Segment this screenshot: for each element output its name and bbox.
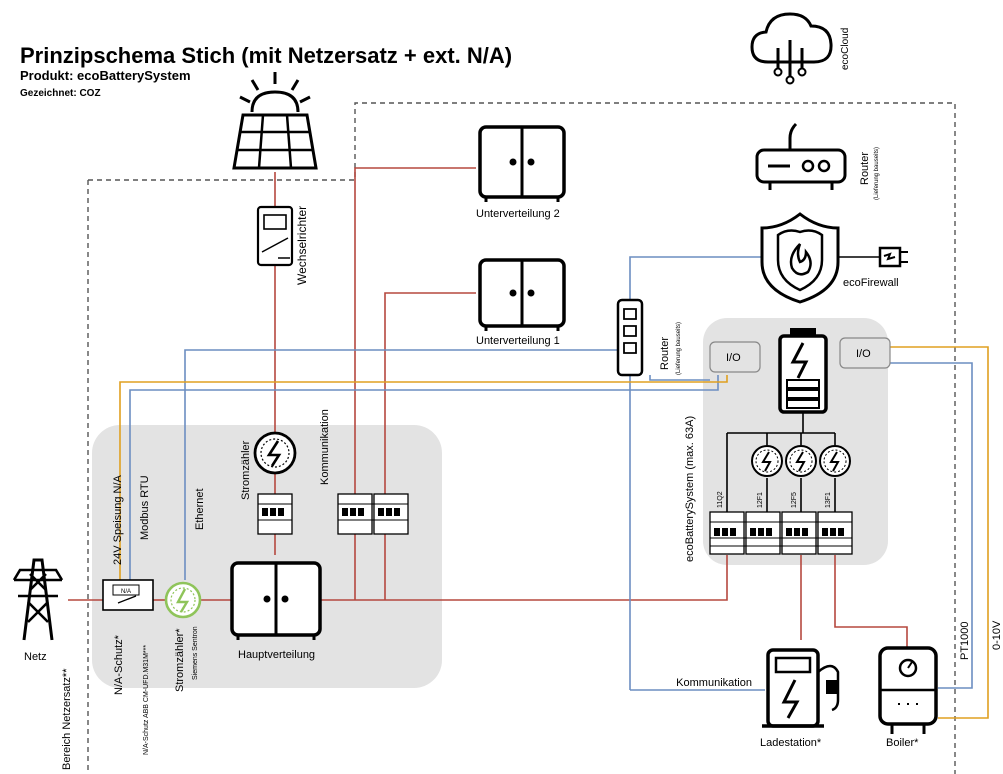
boiler-label: Boiler* bbox=[886, 737, 919, 749]
inverter-label: Wechselrichter bbox=[295, 206, 309, 285]
battery-meter-icon bbox=[819, 445, 851, 477]
battery-breaker-block bbox=[709, 511, 853, 555]
battery-system-label: ecoBatterySystem (max. 63A) bbox=[684, 416, 696, 562]
zero-ten-volt-label: 0-10V bbox=[991, 620, 1003, 650]
breaker-label: 13F1 bbox=[825, 492, 832, 508]
firewall-label: ecoFirewall bbox=[843, 277, 899, 289]
drawn-by-label: Gezeichnet: COZ bbox=[20, 88, 101, 99]
pt1000-label: PT1000 bbox=[959, 621, 971, 660]
na-protection-label: N/A-Schutz* bbox=[113, 634, 125, 695]
subdistribution-breaker-block bbox=[337, 493, 409, 535]
router-top-label: Router bbox=[859, 152, 871, 185]
network-switch-icon bbox=[616, 298, 644, 377]
siemens-meter-label: Stromzähler* bbox=[174, 628, 186, 692]
modbus-label: Modbus RTU bbox=[139, 475, 151, 540]
battery-io-right-label: I/O bbox=[856, 348, 871, 360]
battery-io-right bbox=[839, 337, 891, 369]
battery-io-left bbox=[709, 341, 761, 373]
main-meter-icon bbox=[253, 431, 297, 475]
backup-area-label: Bereich Netzersatz** bbox=[61, 668, 73, 770]
meter-breaker-block bbox=[257, 493, 293, 535]
breaker-label: 12F5 bbox=[791, 492, 798, 508]
switch-router-sub: (Lieferung bauseits) bbox=[676, 322, 682, 375]
battery-panel bbox=[703, 318, 888, 565]
main-meter-label: Stromzähler bbox=[240, 440, 252, 500]
power-lines bbox=[68, 167, 908, 648]
breaker-label: 12F1 bbox=[757, 492, 764, 508]
boiler-icon bbox=[878, 646, 938, 734]
product-label: Produkt: ecoBatterySystem bbox=[20, 68, 191, 83]
battery-bus bbox=[726, 412, 836, 512]
battery-icon bbox=[778, 328, 828, 414]
distribution-board-2-label: Unterverteilung 2 bbox=[476, 208, 560, 220]
distribution-board-1-icon bbox=[478, 258, 566, 331]
power-plug-icon bbox=[878, 246, 908, 268]
router-top-sub: (Lieferung bauseits) bbox=[874, 147, 880, 200]
power-tower-icon bbox=[12, 558, 64, 641]
cloud-label: ecoCloud bbox=[840, 28, 851, 70]
charging-station-icon bbox=[762, 648, 840, 728]
battery-meter-icon bbox=[785, 445, 817, 477]
ethernet-label: Ethernet bbox=[194, 488, 206, 530]
router-icon bbox=[755, 122, 847, 190]
firewall-shield-icon bbox=[760, 212, 840, 304]
distribution-board-2-icon bbox=[478, 125, 566, 202]
main-distribution-label: Hauptverteilung bbox=[238, 649, 315, 661]
communication-vertical-label: Kommunikation bbox=[319, 409, 331, 485]
siemens-meter-icon bbox=[164, 581, 202, 619]
battery-io-left-label: I/O bbox=[726, 352, 741, 364]
na-protection-box-text: N/A bbox=[121, 589, 131, 595]
na-protection-device bbox=[102, 579, 154, 611]
distribution-board-1-label: Unterverteilung 1 bbox=[476, 335, 560, 347]
siemens-meter-sub: Siemens Sentron bbox=[192, 626, 199, 680]
switch-router-label: Router bbox=[659, 337, 671, 370]
na-protection-sub: N/A-Schutz ABB CM-UFD.M31M*** bbox=[143, 645, 150, 755]
charging-station-label: Ladestation* bbox=[760, 737, 822, 749]
cloud-icon bbox=[750, 12, 833, 85]
control-lines bbox=[119, 346, 989, 719]
charging-communication-label: Kommunikation bbox=[676, 677, 752, 689]
breaker-label: 11Q2 bbox=[717, 491, 724, 508]
solar-panel-icon bbox=[232, 72, 318, 170]
supply-label: 24V Speisung N/A bbox=[112, 474, 124, 565]
diagram-title: Prinzipschema Stich (mit Netzersatz + ex… bbox=[20, 43, 512, 68]
battery-meter-icon bbox=[751, 445, 783, 477]
inverter-icon bbox=[256, 205, 294, 267]
backup-area-boundary bbox=[87, 102, 956, 774]
grid-label: Netz bbox=[24, 651, 47, 663]
main-distribution-icon bbox=[230, 561, 322, 640]
